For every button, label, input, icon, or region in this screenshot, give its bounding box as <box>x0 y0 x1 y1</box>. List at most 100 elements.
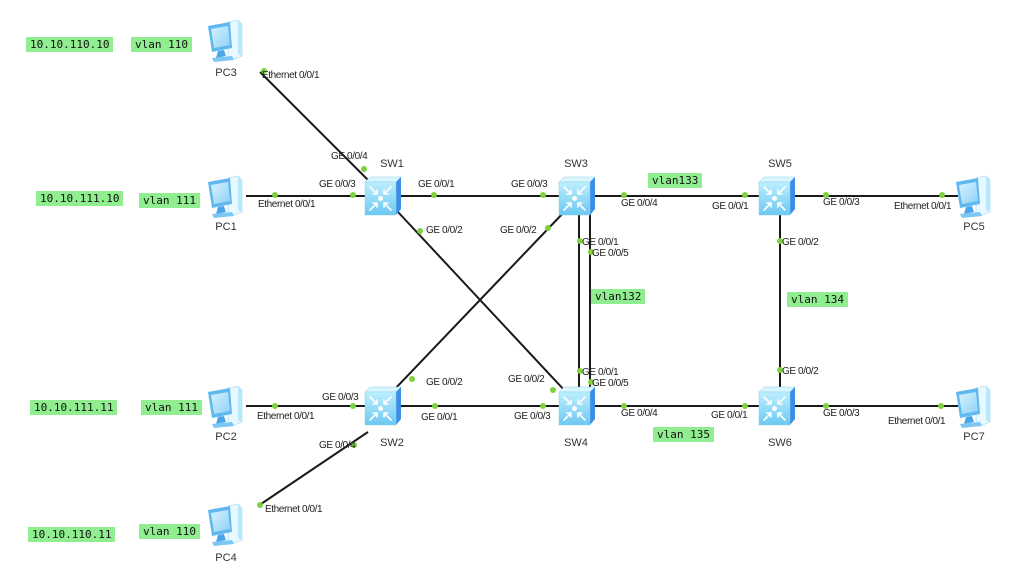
nodes-layer <box>207 19 991 547</box>
port-dot-sw4[interactable] <box>588 379 594 385</box>
annotation-ip-pc2: 10.10.111.11 <box>30 400 118 415</box>
annotation-vlan-pc3: vlan 110 <box>131 37 192 52</box>
port-label-sw3: GE 0/0/3 <box>511 179 548 190</box>
port-label-sw3: GE 0/0/4 <box>621 198 658 209</box>
node-label-pc2: PC2 <box>215 431 236 443</box>
port-label-sw5: GE 0/0/2 <box>782 237 819 248</box>
port-dot-sw3[interactable] <box>588 249 594 255</box>
switch-icon <box>758 386 796 426</box>
node-label-sw6: SW6 <box>768 437 792 449</box>
port-label-pc7: Ethernet 0/0/1 <box>888 416 946 427</box>
port-dot-sw5[interactable] <box>742 192 748 198</box>
switch-sw2[interactable] <box>364 386 402 426</box>
port-dot-sw5[interactable] <box>777 238 783 244</box>
annotation-vlan-sw3-sw4: vlan132 <box>591 289 646 304</box>
port-dots-layer <box>257 68 945 508</box>
annotation-vlan-sw4-sw6: vlan 135 <box>653 427 714 442</box>
annotation-ip-pc4: 10.10.110.11 <box>28 527 116 542</box>
port-label-sw2: GE 0/0/1 <box>421 412 458 423</box>
port-dot-sw1[interactable] <box>431 192 437 198</box>
port-label-sw6: GE 0/0/2 <box>782 366 819 377</box>
port-dot-sw3[interactable] <box>545 225 551 231</box>
switch-sw4[interactable] <box>558 386 596 426</box>
port-dot-sw1[interactable] <box>350 192 356 198</box>
port-label-sw6: GE 0/0/1 <box>711 410 748 421</box>
node-label-pc5: PC5 <box>963 221 984 233</box>
switch-sw3[interactable] <box>558 176 596 216</box>
port-dot-sw6[interactable] <box>777 367 783 373</box>
pc-pc1[interactable] <box>207 175 243 219</box>
port-label-pc3: Ethernet 0/0/1 <box>262 70 320 81</box>
node-label-sw5: SW5 <box>768 158 792 170</box>
port-dot-sw4[interactable] <box>621 403 627 409</box>
port-label-sw3: GE 0/0/5 <box>592 248 629 259</box>
port-dot-sw4[interactable] <box>577 368 583 374</box>
node-label-pc7: PC7 <box>963 431 984 443</box>
node-label-sw4: SW4 <box>564 437 588 449</box>
port-label-pc5: Ethernet 0/0/1 <box>894 201 952 212</box>
port-label-sw1: GE 0/0/3 <box>319 179 356 190</box>
computer-icon <box>207 19 243 63</box>
port-dot-pc2[interactable] <box>272 403 278 409</box>
computer-icon <box>955 175 991 219</box>
port-dot-pc7[interactable] <box>938 403 944 409</box>
port-label-sw5: GE 0/0/3 <box>823 197 860 208</box>
port-label-sw4: GE 0/0/4 <box>621 408 658 419</box>
port-dot-sw6[interactable] <box>742 403 748 409</box>
port-dot-sw3[interactable] <box>540 192 546 198</box>
port-dot-pc5[interactable] <box>939 192 945 198</box>
port-label-sw6: GE 0/0/3 <box>823 408 860 419</box>
port-dot-sw3[interactable] <box>577 238 583 244</box>
link-sw1-sw4[interactable] <box>397 211 567 393</box>
node-label-sw2: SW2 <box>380 437 404 449</box>
port-dot-sw4[interactable] <box>540 403 546 409</box>
port-dot-sw3[interactable] <box>621 192 627 198</box>
annotation-vlan-sw5-sw6: vlan 134 <box>787 292 848 307</box>
switch-sw6[interactable] <box>758 386 796 426</box>
node-label-sw3: SW3 <box>564 158 588 170</box>
port-dot-sw1[interactable] <box>361 166 367 172</box>
switch-icon <box>558 386 596 426</box>
port-label-pc2: Ethernet 0/0/1 <box>257 411 315 422</box>
switch-icon <box>364 386 402 426</box>
port-dot-pc1[interactable] <box>272 192 278 198</box>
port-label-sw3: GE 0/0/1 <box>582 237 619 248</box>
node-label-pc4: PC4 <box>215 552 236 564</box>
port-label-sw4: GE 0/0/2 <box>508 374 545 385</box>
switch-sw1[interactable] <box>364 176 402 216</box>
port-dot-sw1[interactable] <box>417 228 423 234</box>
port-dot-pc4[interactable] <box>257 502 263 508</box>
port-dot-pc3[interactable] <box>261 68 267 74</box>
port-dot-sw2[interactable] <box>432 403 438 409</box>
port-dot-sw4[interactable] <box>550 387 556 393</box>
port-label-sw3: GE 0/0/2 <box>500 225 537 236</box>
computer-icon <box>955 385 991 429</box>
port-label-sw4: GE 0/0/3 <box>514 411 551 422</box>
link-pc4-sw2[interactable] <box>257 431 369 507</box>
port-label-pc1: Ethernet 0/0/1 <box>258 199 316 210</box>
annotation-ip-pc1: 10.10.111.10 <box>36 191 124 206</box>
switch-icon <box>364 176 402 216</box>
node-label-pc1: PC1 <box>215 221 236 233</box>
link-pc3-sw1[interactable] <box>259 71 369 181</box>
pc-pc3[interactable] <box>207 19 243 63</box>
pc-pc4[interactable] <box>207 503 243 547</box>
pc-pc7[interactable] <box>955 385 991 429</box>
link-sw2-sw3[interactable] <box>391 209 567 393</box>
port-dot-sw6[interactable] <box>823 403 829 409</box>
pc-pc2[interactable] <box>207 385 243 429</box>
port-dot-sw5[interactable] <box>823 192 829 198</box>
port-dot-sw2[interactable] <box>409 376 415 382</box>
port-dot-sw2[interactable] <box>351 442 357 448</box>
switch-sw5[interactable] <box>758 176 796 216</box>
computer-icon <box>207 385 243 429</box>
switch-icon <box>758 176 796 216</box>
port-dot-sw2[interactable] <box>350 403 356 409</box>
port-label-sw4: GE 0/0/5 <box>592 378 629 389</box>
node-label-pc3: PC3 <box>215 67 236 79</box>
annotation-ip-pc3: 10.10.110.10 <box>26 37 114 52</box>
port-label-sw1: GE 0/0/2 <box>426 225 463 236</box>
port-label-sw1: GE 0/0/1 <box>418 179 455 190</box>
pc-pc5[interactable] <box>955 175 991 219</box>
